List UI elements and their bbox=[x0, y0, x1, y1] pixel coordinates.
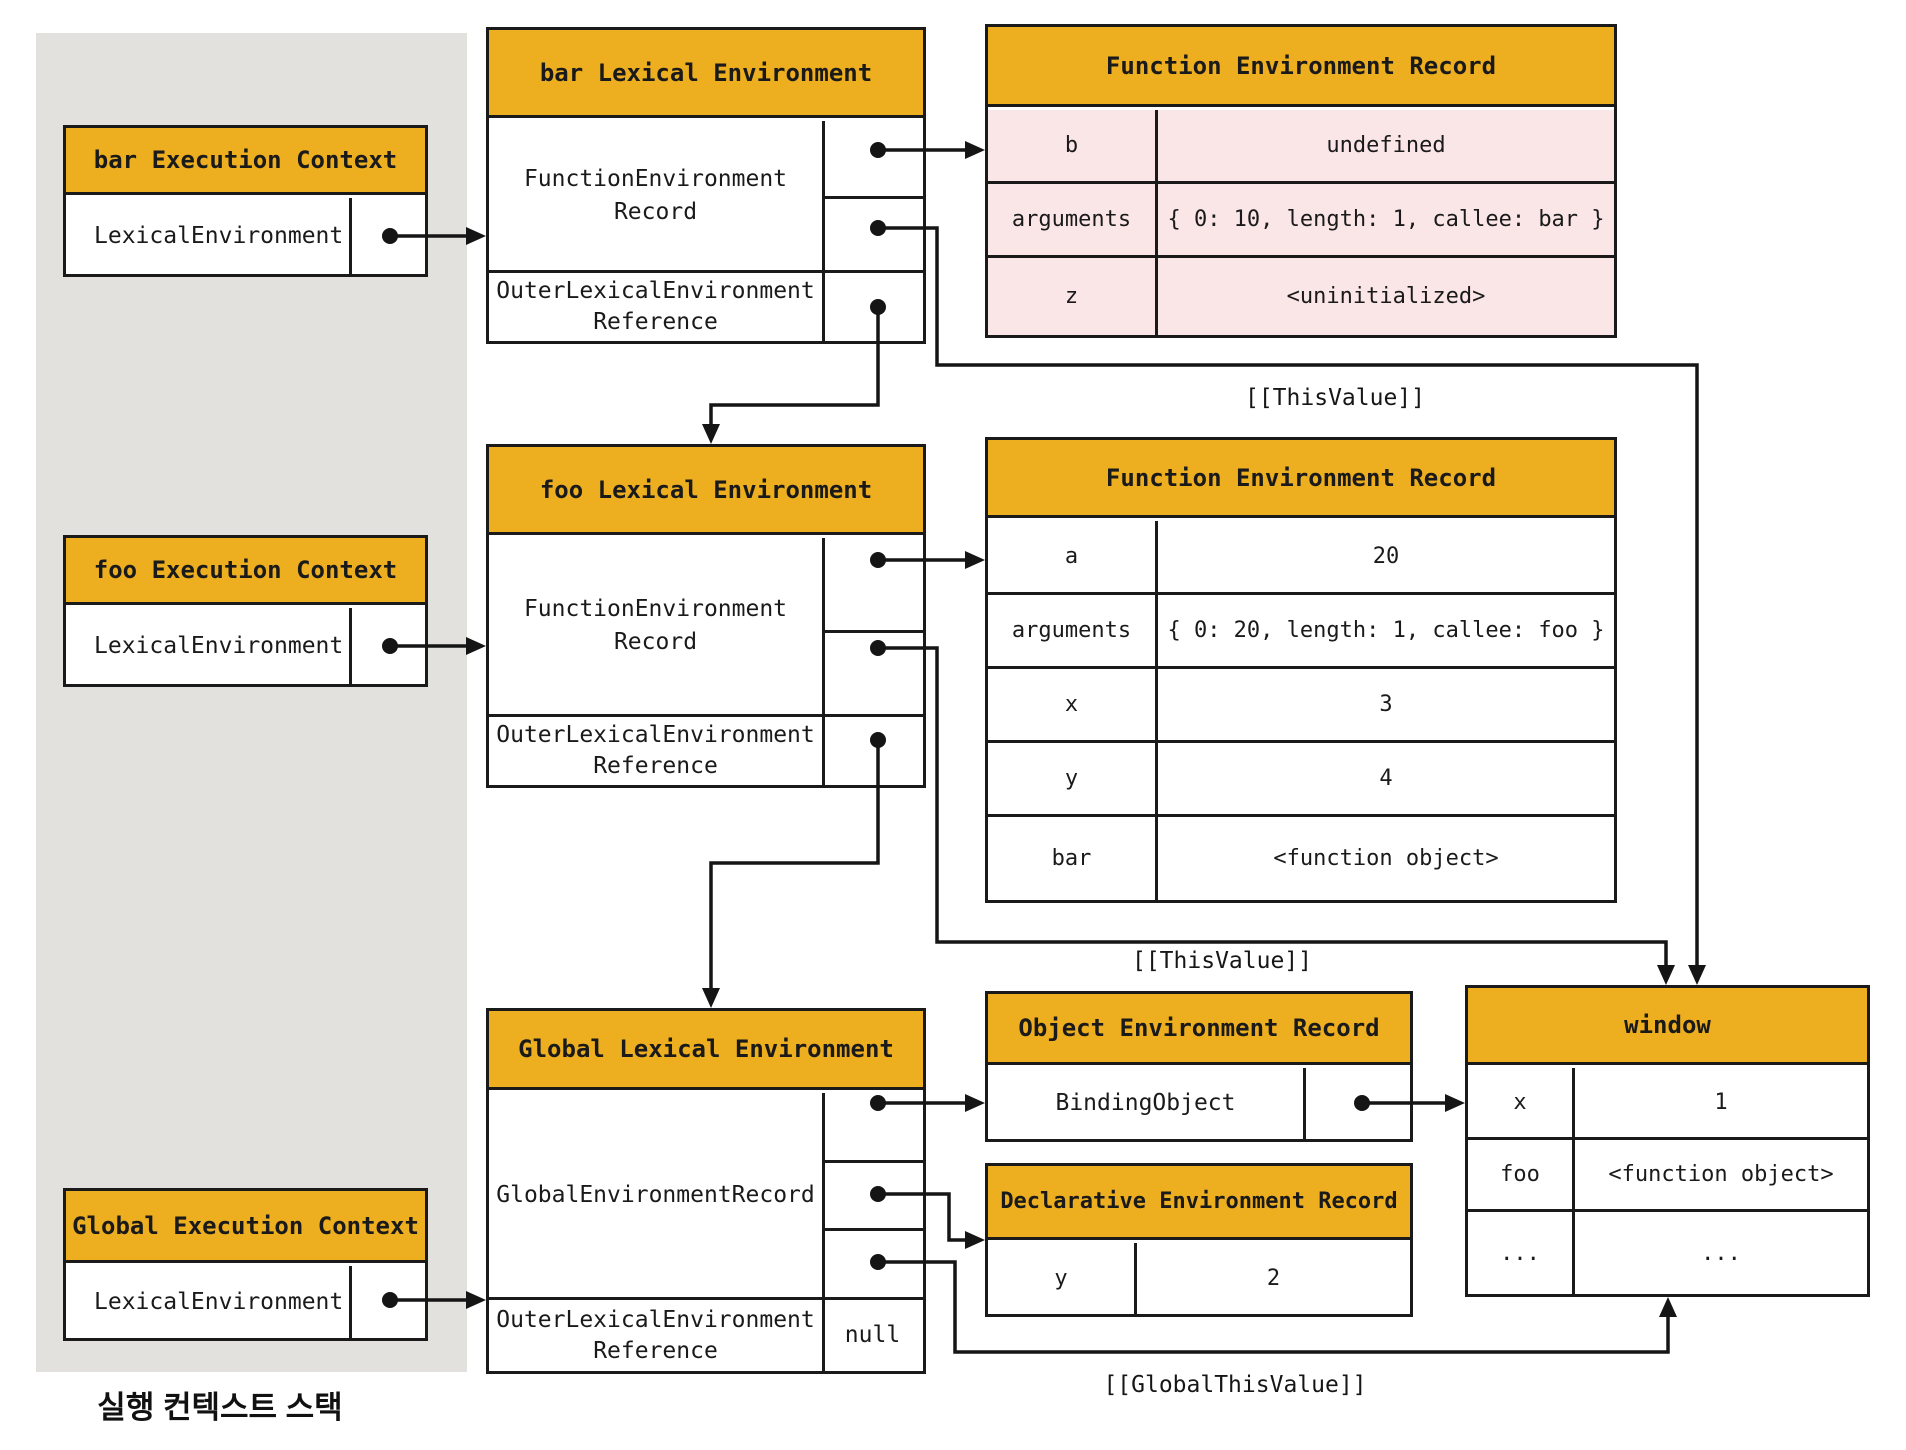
global-lex-pointer-subdivider-1 bbox=[822, 1160, 923, 1163]
foo-lexical-environment-box: foo Lexical Environment FunctionEnvironm… bbox=[486, 444, 926, 788]
bar-lex-fer-cell: FunctionEnvironment Record bbox=[523, 165, 788, 225]
foo-execution-context-title: foo Execution Context bbox=[66, 538, 425, 605]
arrowhead-down bbox=[1688, 965, 1706, 985]
binding-object-cell: BindingObject bbox=[1055, 1090, 1236, 1116]
table-row: foo <function object> bbox=[1468, 1140, 1867, 1212]
table-row: b undefined bbox=[988, 110, 1614, 184]
global-lex-row-divider bbox=[489, 1297, 923, 1300]
this-value-label-bar: [[ThisValue]] bbox=[1244, 385, 1425, 411]
bar-lex-pointer-column-divider bbox=[822, 121, 825, 341]
table-row: x 1 bbox=[1468, 1068, 1867, 1140]
global-ec-lexicalenvironment-cell: LexicalEnvironment bbox=[94, 1288, 344, 1315]
table-row: arguments { 0: 20, length: 1, callee: fo… bbox=[988, 595, 1614, 669]
arrowhead-right bbox=[466, 227, 486, 245]
global-execution-context-box: Global Execution Context LexicalEnvironm… bbox=[63, 1188, 428, 1341]
arrowhead-right bbox=[965, 141, 985, 159]
bar-lexical-environment-title: bar Lexical Environment bbox=[489, 30, 923, 118]
table-row: ... ... bbox=[1468, 1212, 1867, 1294]
global-lex-outer-null-value: null bbox=[844, 1322, 901, 1348]
arrowhead-right bbox=[1445, 1094, 1465, 1112]
object-environment-record-title: Object Environment Record bbox=[988, 994, 1410, 1065]
window-object-table: window x 1 foo <function object> ... ... bbox=[1465, 985, 1870, 1297]
bar-lexical-environment-box: bar Lexical Environment FunctionEnvironm… bbox=[486, 27, 926, 344]
foo-lex-row-divider bbox=[489, 714, 923, 717]
object-environment-record-box: Object Environment Record BindingObject bbox=[985, 991, 1413, 1142]
table-row: x 3 bbox=[988, 669, 1614, 743]
foo-lexical-environment-title: foo Lexical Environment bbox=[489, 447, 923, 535]
execution-stack-caption: 실행 컨텍스트 스택 bbox=[97, 1390, 343, 1425]
global-lex-pointer-column-divider bbox=[822, 1093, 825, 1371]
table-row: a 20 bbox=[988, 521, 1614, 595]
arrowhead-right bbox=[965, 1231, 985, 1249]
global-ec-pointer-divider bbox=[349, 1266, 352, 1338]
table-row: y 4 bbox=[988, 743, 1614, 817]
function-environment-record-bar-title: Function Environment Record bbox=[988, 27, 1614, 107]
arrowhead-up bbox=[1659, 1297, 1677, 1317]
this-value-label-foo: [[ThisValue]] bbox=[1131, 948, 1312, 974]
bar-ec-pointer-divider bbox=[349, 198, 352, 274]
arrowhead-right bbox=[965, 551, 985, 569]
arrowhead-down bbox=[1657, 965, 1675, 985]
global-lex-ger-cell: GlobalEnvironmentRecord bbox=[496, 1181, 815, 1208]
bar-execution-context-title: bar Execution Context bbox=[66, 128, 425, 195]
function-environment-record-foo-table: Function Environment Record a 20 argumen… bbox=[985, 437, 1617, 903]
global-execution-context-title: Global Execution Context bbox=[66, 1191, 425, 1263]
declarative-environment-record-box: Declarative Environment Record y 2 bbox=[985, 1163, 1413, 1317]
foo-ec-pointer-divider bbox=[349, 608, 352, 684]
table-row: y 2 bbox=[988, 1243, 1410, 1314]
function-environment-record-foo-title: Function Environment Record bbox=[988, 440, 1614, 518]
table-row: bar <function object> bbox=[988, 817, 1614, 900]
function-environment-record-bar-table: Function Environment Record b undefined … bbox=[985, 24, 1617, 338]
global-this-value-label: [[GlobalThisValue]] bbox=[1103, 1372, 1367, 1398]
bar-lex-outer-cell: OuterLexicalEnvironment Reference bbox=[496, 278, 815, 335]
foo-lex-pointer-column-divider bbox=[822, 538, 825, 785]
bar-ec-lexicalenvironment-cell: LexicalEnvironment bbox=[94, 222, 344, 249]
bar-lex-pointer-subdivider bbox=[822, 196, 923, 199]
foo-execution-context-box: foo Execution Context LexicalEnvironment bbox=[63, 535, 428, 687]
oer-pointer-divider bbox=[1303, 1068, 1306, 1139]
global-lex-pointer-subdivider-2 bbox=[822, 1228, 923, 1231]
global-lexical-environment-box: Global Lexical Environment GlobalEnviron… bbox=[486, 1008, 926, 1374]
foo-ec-lexicalenvironment-cell: LexicalEnvironment bbox=[94, 632, 344, 659]
bar-execution-context-box: bar Execution Context LexicalEnvironment bbox=[63, 125, 428, 277]
global-lexical-environment-title: Global Lexical Environment bbox=[489, 1011, 923, 1090]
table-row: z <uninitialized> bbox=[988, 258, 1614, 335]
arrowhead-down bbox=[702, 988, 720, 1008]
arrowhead-right bbox=[466, 1291, 486, 1309]
arrowhead-down bbox=[702, 424, 720, 444]
foo-lex-outer-cell: OuterLexicalEnvironment Reference bbox=[496, 722, 815, 779]
foo-lex-pointer-subdivider bbox=[822, 630, 923, 633]
window-object-title: window bbox=[1468, 988, 1867, 1065]
arrowhead-right bbox=[466, 637, 486, 655]
table-row: arguments { 0: 10, length: 1, callee: ba… bbox=[988, 184, 1614, 258]
foo-lex-fer-cell: FunctionEnvironment Record bbox=[523, 596, 788, 655]
bar-lex-row-divider bbox=[489, 270, 923, 273]
arrowhead-right bbox=[965, 1094, 985, 1112]
declarative-environment-record-title: Declarative Environment Record bbox=[988, 1166, 1410, 1240]
global-lex-outer-cell: OuterLexicalEnvironment Reference bbox=[496, 1306, 815, 1364]
